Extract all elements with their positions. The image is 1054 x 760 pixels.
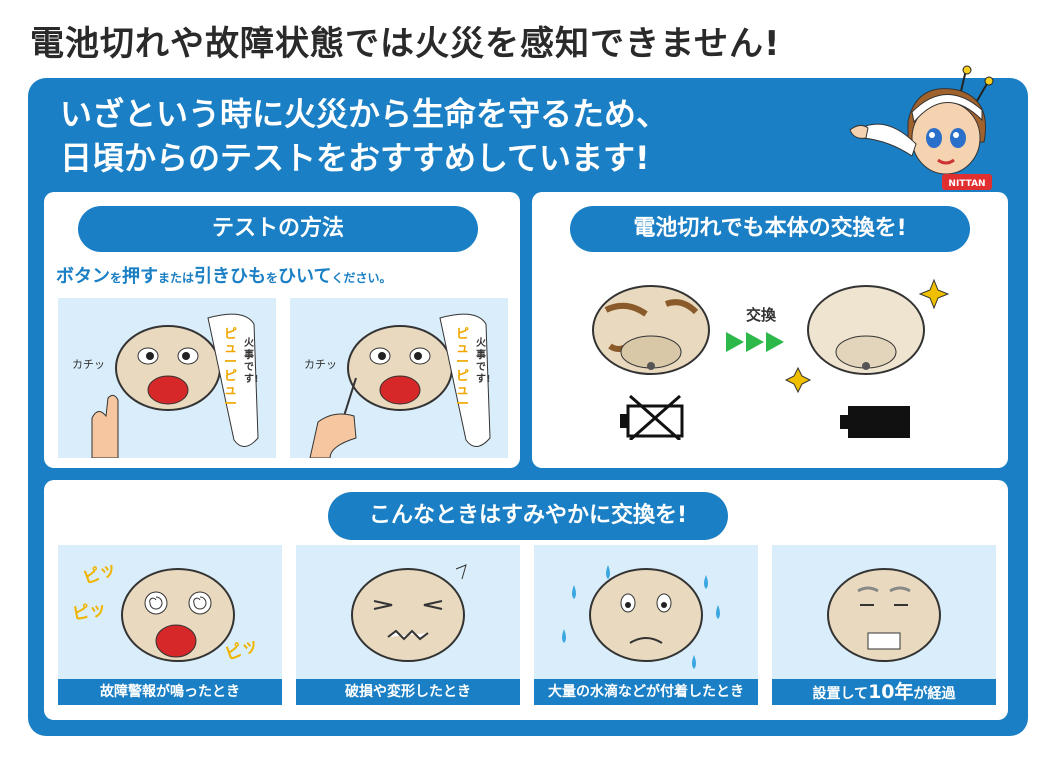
instruction-part-5: 引きひも: [194, 266, 267, 287]
headline-line-2: 日頃からのテストをおすすめしています!: [60, 139, 650, 177]
instruction-part-8: ください。: [331, 271, 392, 285]
instruction-part-3: 押す: [122, 266, 159, 287]
detector-button-press-icon: [91, 313, 259, 458]
condition-damaged: 破損や変形したとき: [296, 545, 520, 705]
old-detector-icon: [827, 568, 941, 662]
condition-label-damaged: 破損や変形したとき: [296, 679, 520, 705]
instruction-part-2: を: [110, 271, 123, 285]
test-pull-string-illustration: カチッ ピューピュー 火事です!: [290, 298, 508, 458]
condition-water: 大量の水滴などが付着したとき: [534, 545, 758, 705]
click-sound-label: カチッ: [72, 358, 105, 371]
beep-text: ピューピュー: [224, 327, 238, 412]
condition-label-fault: 故障警報が鳴ったとき: [58, 679, 282, 705]
click-sound-label-2: カチッ: [304, 358, 337, 371]
ten-years-post: が経過: [913, 686, 956, 702]
conditions-title: こんなときはすみやかに交換を!: [328, 492, 728, 540]
instruction-part-4: または: [158, 271, 195, 285]
detector-pull-string-icon: [309, 313, 491, 458]
test-button-illustration: カチッ ピューピュー 火事です!: [58, 298, 276, 458]
condition-fault-alarm: ピッ ピッ ピッ 故障警報が鳴ったとき: [58, 545, 282, 705]
headline: いざという時に火災から生命を守るため、 日頃からのテストをおすすめしています!: [60, 92, 860, 180]
instruction-part-7: ひいて: [278, 266, 332, 287]
replacement-title: 電池切れでも本体の交換を!: [570, 206, 970, 252]
condition-label-ten-years: 設置して10年が経過: [772, 679, 996, 705]
test-instruction: ボタンを押すまたは引きひもをひいてください。: [56, 262, 516, 288]
page-title: 電池切れや故障状態では火災を感知できません!: [30, 24, 781, 64]
voice-text-2: 火事です!: [476, 338, 491, 385]
replace-arrow-label: 交換: [746, 306, 777, 324]
wet-detector-icon: [562, 565, 720, 669]
voice-text: 火事です!: [244, 338, 259, 385]
headline-line-1: いざという時に火災から生命を守るため、: [60, 95, 669, 133]
damaged-detector-icon: [351, 564, 467, 662]
mascot-illustration: NITTAN: [849, 65, 994, 190]
test-method-title: テストの方法: [78, 206, 478, 252]
dizzy-detector-icon: [121, 568, 235, 662]
condition-ten-years: 設置して10年が経過: [772, 545, 996, 705]
instruction-part-6: を: [266, 271, 279, 285]
instruction-part-1: ボタン: [56, 266, 110, 287]
mascot-badge: NITTAN: [948, 179, 985, 189]
ten-years-pre: 設置して: [812, 686, 869, 702]
condition-label-water: 大量の水滴などが付着したとき: [534, 679, 758, 705]
beep-text-2: ピューピュー: [456, 327, 470, 412]
replacement-illustration: [592, 278, 950, 440]
ten-years-number: 10年: [868, 681, 914, 703]
